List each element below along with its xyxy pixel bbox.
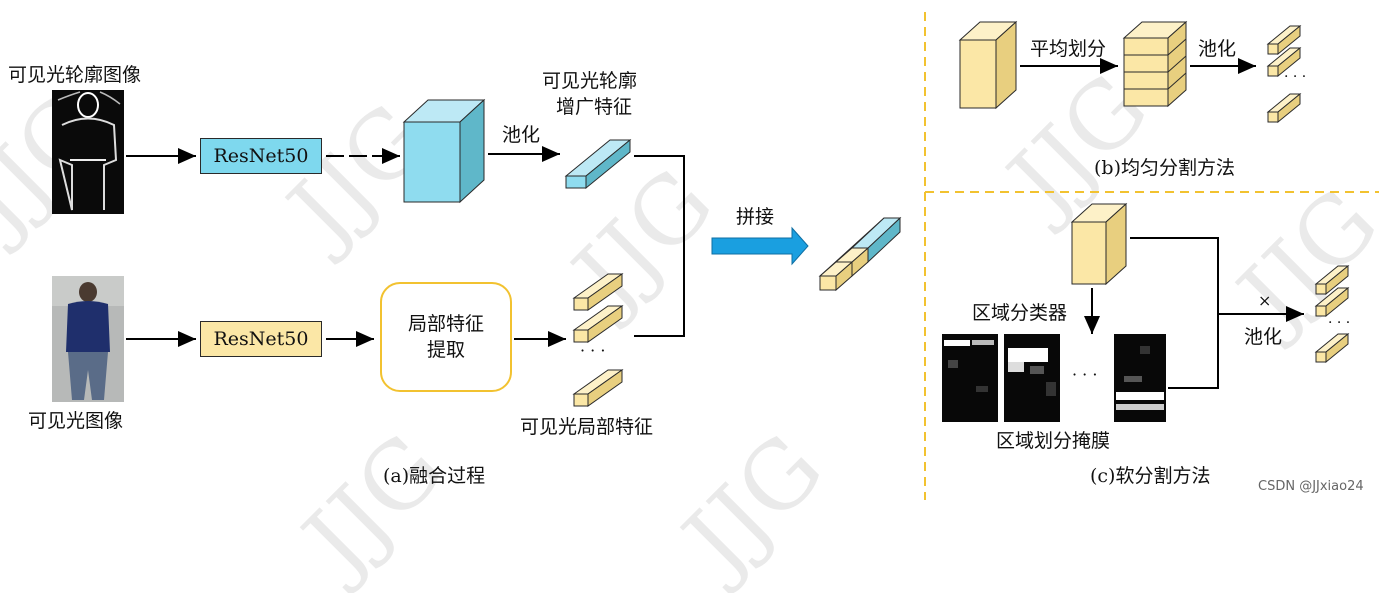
pool-label-a: 池化 [502,124,541,146]
caption-a: (a)融合过程 [383,465,486,487]
panel-c-bars [1314,264,1350,364]
mask-label: 区域划分掩膜 [996,430,1111,452]
local-extract-label-2: 提取 [426,339,465,361]
concat-feature-bar [818,216,902,292]
times-label: × [1258,291,1272,310]
resnet-bottom-label: ResNet50 [213,328,309,350]
local-features-label: 可见光局部特征 [520,416,654,438]
caption-c: (c)软分割方法 [1090,465,1211,487]
contour-feature-label-2: 增广特征 [556,96,633,118]
feature-map-cube [402,98,486,204]
panel-b-split-stack [1122,20,1188,108]
panel-c-cube [1070,202,1128,286]
panel-c-dots: · · · [1328,315,1351,331]
resnet-bottom-box: ResNet50 [200,321,322,357]
panel-b-dots: · · · [1284,69,1307,85]
contour-feature-bar [564,138,632,190]
panel-b-cube [958,20,1018,110]
split-label: 平均划分 [1030,38,1107,60]
classifier-label: 区域分类器 [972,302,1068,324]
local-extract-box: 局部特征 提取 [380,282,512,392]
pool-label-c: 池化 [1244,326,1283,348]
concat-label: 拼接 [736,206,775,228]
mask-images [942,334,1166,422]
pool-label-b: 池化 [1198,38,1237,60]
mask-dots: · · · [1072,365,1098,384]
credit-label: CSDN @JJxiao24 [1258,479,1364,494]
local-feature-bars [572,273,624,407]
local-dots: · · · [580,341,606,360]
contour-feature-label-1: 可见光轮廓 [542,70,638,92]
panel-b-bars [1266,24,1302,124]
visible-image-label: 可见光图像 [28,410,124,432]
resnet-top-box: ResNet50 [200,138,322,174]
contour-image-label: 可见光轮廓图像 [8,64,142,86]
caption-b: (b)均匀分割方法 [1094,157,1235,179]
concat-arrow [711,226,809,266]
local-extract-label-1: 局部特征 [407,313,484,335]
visible-image [52,276,124,402]
diagram-graphics [52,12,1379,500]
contour-image [52,90,124,214]
resnet-top-label: ResNet50 [213,145,309,167]
